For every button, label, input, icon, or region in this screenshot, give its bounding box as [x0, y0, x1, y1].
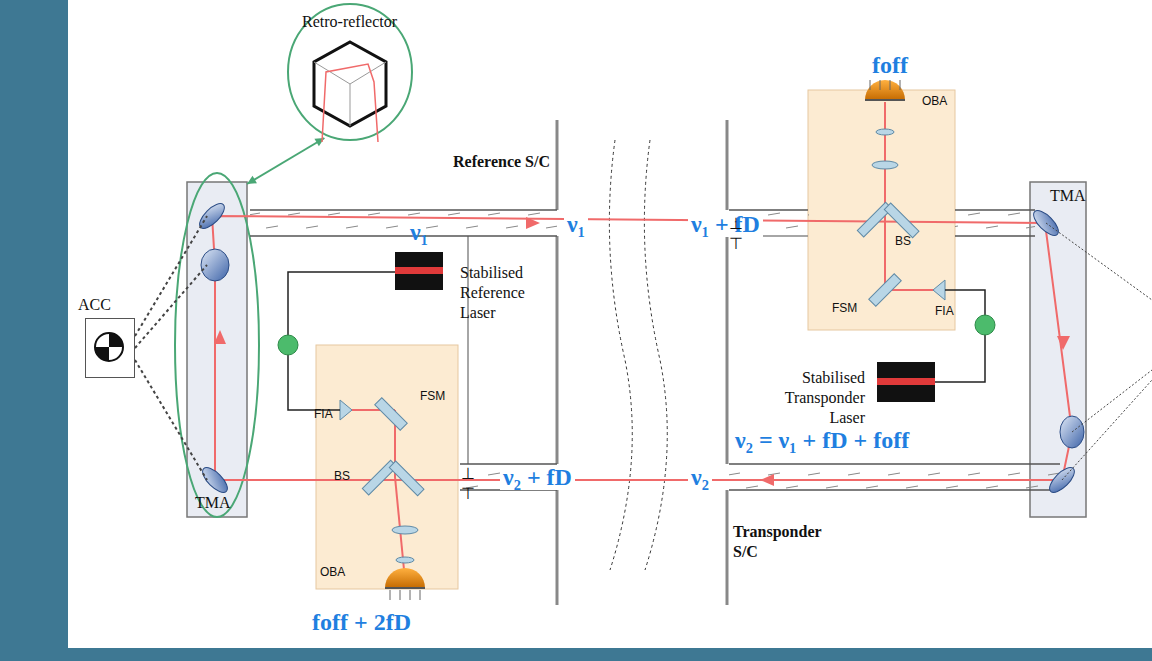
- figure-label: Stabilised Transponder Laser: [760, 368, 865, 428]
- figure-label: ⊥: [461, 466, 475, 483]
- node-label: FSM: [832, 302, 857, 315]
- test-mass-assembly: TMA: [187, 182, 247, 517]
- figure-label: foff + 2fD: [312, 610, 411, 635]
- figure-label: ⊤: [729, 236, 743, 253]
- figure-label: ν₁: [410, 220, 428, 245]
- figure-label: Stabilised Reference Laser: [460, 263, 560, 323]
- figure-label: ν₂: [688, 465, 712, 490]
- figure-label: ⊥: [729, 216, 743, 233]
- node-label: OBA: [922, 95, 947, 108]
- figure-label: ⊤: [461, 486, 475, 503]
- figure-label: ν₁: [564, 212, 588, 237]
- optical-bench: OBA BS FSM FIA: [808, 90, 955, 330]
- node-label: BS: [334, 470, 350, 483]
- accelerometer-box: ACC: [85, 318, 135, 378]
- node-label: Retro-reflector: [302, 14, 397, 31]
- figure-label: Transponder S/C: [733, 522, 843, 562]
- node-label: FSM: [420, 390, 445, 403]
- figure-label: ν₂ = ν₁ + fD + foff: [732, 428, 912, 453]
- node-label: TMA: [1050, 188, 1086, 205]
- figure-label: Reference S/C: [453, 152, 563, 172]
- retro-reflector-callout: Retro-reflector: [286, 2, 414, 142]
- figure-label: ν₁ + fD: [688, 212, 763, 237]
- test-mass-assembly: TMA: [1030, 182, 1086, 517]
- figure-label: ν₂ + fD: [500, 465, 575, 490]
- connector: [135, 216, 207, 480]
- node-label: BS: [895, 235, 911, 248]
- node-label: TMA: [195, 495, 231, 512]
- figure-label: foff: [872, 53, 908, 78]
- node-label: FIA: [314, 408, 333, 421]
- connector: [247, 138, 324, 184]
- node-label: FIA: [935, 305, 954, 318]
- node-label: ACC: [78, 297, 111, 314]
- optical-bench: FIA FSM BS OBA: [316, 345, 458, 589]
- node-label: OBA: [320, 566, 345, 579]
